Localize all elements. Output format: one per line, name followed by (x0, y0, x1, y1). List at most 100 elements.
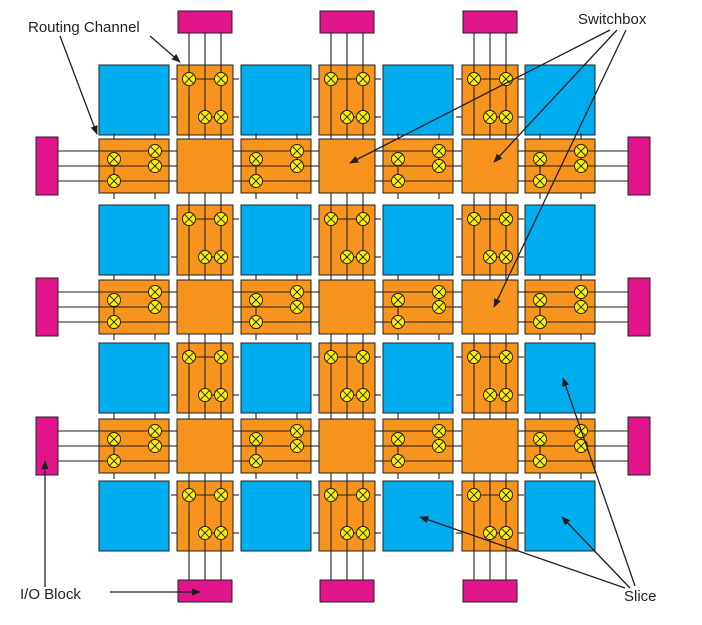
switchbox (318, 138, 376, 194)
switch-icon (214, 488, 228, 502)
io-block-bottom (319, 579, 375, 603)
switch-cross-b (501, 352, 511, 362)
switch-icon (214, 388, 228, 402)
switch-icon (432, 144, 446, 158)
switch-icon (182, 488, 196, 502)
slice-block (98, 480, 170, 552)
switch-icon (249, 432, 263, 446)
io-block-top (177, 10, 233, 34)
switch-icon (483, 110, 497, 124)
routing-channel-arrow-vertical (149, 35, 181, 63)
slice-block (98, 204, 170, 276)
switch-cross-b (501, 490, 511, 500)
switch-icon (533, 315, 547, 329)
switch-icon (290, 144, 304, 158)
switchbox (461, 138, 519, 194)
switchbox-arrow-3 (493, 29, 627, 308)
switch-icon (182, 350, 196, 364)
switch-icon (499, 488, 513, 502)
switch-icon (107, 454, 121, 468)
switch-cross-b (535, 154, 545, 164)
switch-icon (499, 212, 513, 226)
switch-cross-b (358, 112, 368, 122)
switch-cross-b (342, 390, 352, 400)
switchbox (461, 418, 519, 474)
switch-icon (148, 144, 162, 158)
switchbox (176, 138, 234, 194)
io-block-right (627, 416, 651, 476)
switch-cross-b (576, 302, 586, 312)
switch-cross-b (434, 441, 444, 451)
switch-cross-b (358, 252, 368, 262)
switch-cross-b (326, 74, 336, 84)
switch-icon (214, 72, 228, 86)
switch-cross-b (109, 154, 119, 164)
switch-icon (499, 110, 513, 124)
foreground-layer (107, 72, 588, 540)
io-block-bottom (462, 579, 518, 603)
switch-cross-b (501, 214, 511, 224)
switch-icon (356, 388, 370, 402)
switch-icon (356, 488, 370, 502)
switch-icon (432, 285, 446, 299)
switch-cross-b (434, 161, 444, 171)
switch-cross-b (358, 528, 368, 538)
switch-cross-b (200, 252, 210, 262)
switch-icon (499, 350, 513, 364)
switch-icon (432, 424, 446, 438)
switch-icon (467, 72, 481, 86)
switch-icon (148, 300, 162, 314)
switch-icon (533, 293, 547, 307)
switch-cross-b (292, 302, 302, 312)
slice-block (382, 64, 454, 136)
switch-cross-b (251, 434, 261, 444)
switch-cross-b (326, 352, 336, 362)
switch-icon (324, 488, 338, 502)
switch-icon (107, 174, 121, 188)
switch-cross-b (434, 302, 444, 312)
switch-cross-b (576, 441, 586, 451)
switch-icon (290, 424, 304, 438)
switch-cross-b (535, 434, 545, 444)
switch-cross-b (535, 317, 545, 327)
switch-icon (214, 250, 228, 264)
switchbox (318, 279, 376, 335)
switchbox (176, 418, 234, 474)
switch-icon (249, 315, 263, 329)
switch-icon (356, 72, 370, 86)
annotations: Routing Channel Switchbox I/O Block Slic… (20, 11, 657, 605)
switch-cross-b (109, 456, 119, 466)
switch-cross-b (469, 214, 479, 224)
switchbox (461, 279, 519, 335)
switch-icon (198, 388, 212, 402)
slice-block (240, 204, 312, 276)
switch-cross-b (535, 176, 545, 186)
switch-icon (483, 526, 497, 540)
switch-icon (499, 388, 513, 402)
switch-cross-b (393, 317, 403, 327)
switch-cross-b (216, 528, 226, 538)
switch-cross-b (216, 112, 226, 122)
switch-cross-b (485, 252, 495, 262)
slice-block (524, 342, 596, 414)
slice-arrow-1 (562, 377, 636, 587)
routing-channel-arrow-horizontal (59, 35, 98, 135)
switch-cross-b (292, 146, 302, 156)
switch-icon (249, 293, 263, 307)
switch-icon (198, 110, 212, 124)
switch-icon (340, 110, 354, 124)
slice-block (382, 480, 454, 552)
switch-cross-b (358, 490, 368, 500)
switch-icon (356, 110, 370, 124)
switch-cross-b (501, 390, 511, 400)
switch-cross-b (251, 317, 261, 327)
slice-arrow-2 (419, 516, 626, 589)
switchbox (176, 279, 234, 335)
switch-cross-b (216, 252, 226, 262)
switch-icon (340, 526, 354, 540)
switch-cross-b (485, 112, 495, 122)
switch-cross-b (251, 176, 261, 186)
switch-cross-b (358, 352, 368, 362)
switch-cross-b (576, 146, 586, 156)
switch-icon (290, 159, 304, 173)
